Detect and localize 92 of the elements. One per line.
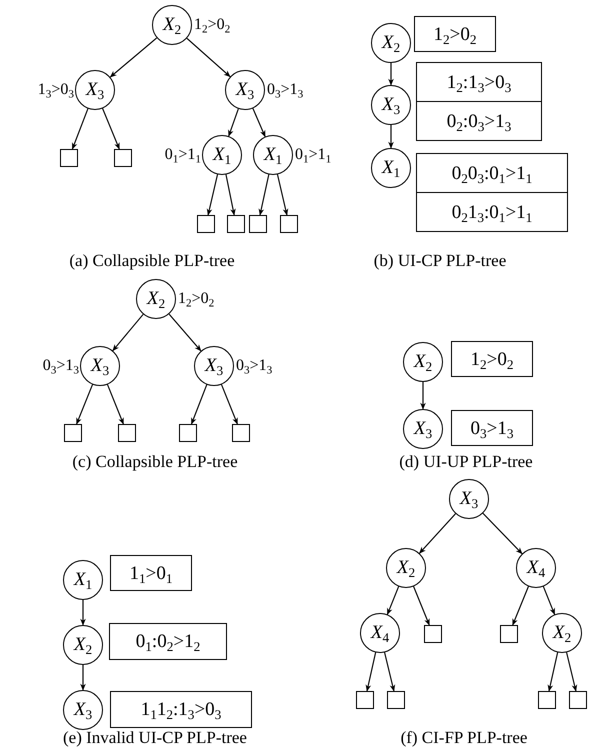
- node-circle: X$_{2}$: [542, 613, 582, 653]
- arrow: [384, 652, 396, 692]
- arrow: [107, 384, 124, 425]
- node-circle: X$_{1}$: [63, 560, 103, 600]
- node-circle: X$_{3}$: [403, 409, 443, 449]
- arrow: [388, 63, 394, 86]
- arrow: [186, 38, 231, 78]
- subfigure-caption: (d) UI-UP PLP-tree: [399, 452, 533, 472]
- node-circle: X$_{2}$: [386, 548, 426, 588]
- node-circle: X$_{3}$: [449, 479, 489, 519]
- preference-box: 1$_{2}$:1$_{3}$>0$_{3}$: [416, 62, 542, 102]
- leaf-square: [232, 424, 250, 442]
- preference-label: 0$_{1}$>1$_{1}$: [164, 145, 201, 165]
- node-circle: X$_{3}$: [80, 346, 120, 386]
- arrow: [413, 586, 430, 626]
- leaf-square: [424, 625, 442, 643]
- preference-label: 0$_{3}$>1$_{3}$: [236, 356, 272, 376]
- subfigure-caption: (c) Collapsible PLP-tree: [72, 452, 238, 472]
- leaf-square: [387, 691, 405, 709]
- arrow: [482, 512, 523, 554]
- arrow: [80, 600, 86, 626]
- preference-label: 0$_{3}$>1$_{3}$: [267, 80, 304, 100]
- preference-box: 1$_{2}$>0$_{2}$: [451, 341, 533, 377]
- subfigure-caption: (a) Collapsible PLP-tree: [69, 251, 235, 271]
- subfigure-caption: (f) CI-FP PLP-tree: [400, 728, 528, 748]
- preference-box: 0$_{1}$:0$_{2}$>1$_{2}$: [109, 623, 227, 660]
- arrow: [72, 108, 88, 150]
- leaf-square: [60, 149, 78, 167]
- node-circle: X$_{2}$: [371, 23, 411, 63]
- arrow: [542, 586, 556, 616]
- preference-label: 1$_{2}$>0$_{2}$: [194, 15, 230, 35]
- preference-box: 0$_{3}$>1$_{3}$: [451, 410, 533, 446]
- node-circle: X$_{1}$: [202, 135, 242, 175]
- preference-label: 1$_{3}$>0$_{3}$: [38, 80, 74, 100]
- node-circle: X$_{1}$: [253, 135, 293, 175]
- leaf-square: [64, 424, 82, 442]
- preference-label: 1$_{2}$>0$_{2}$: [178, 289, 214, 309]
- node-circle: X$_{3}$: [225, 70, 265, 110]
- arrow: [566, 652, 578, 692]
- leaf-square: [249, 215, 267, 233]
- subfigure-caption: (e) Invalid UI-CP PLP-tree: [63, 728, 247, 748]
- subfigure-caption: (b) UI-CP PLP-tree: [374, 251, 506, 271]
- arrow: [76, 384, 93, 425]
- leaf-square: [538, 691, 556, 709]
- leaf-square: [114, 149, 132, 167]
- leaf-square: [356, 691, 374, 709]
- arrow: [388, 125, 394, 149]
- node-circle: X$_{2}$: [403, 342, 443, 382]
- preference-box: 1$_{1}$1$_{2}$:1$_{3}$>0$_{3}$: [110, 691, 252, 728]
- arrow: [112, 314, 144, 352]
- arrow: [225, 174, 236, 216]
- arrow: [80, 665, 86, 691]
- node-circle: X$_{2}$: [63, 625, 103, 665]
- arrow: [206, 174, 218, 216]
- arrow: [276, 174, 288, 216]
- arrow: [386, 586, 400, 616]
- preference-box: 1$_{1}$>0$_{1}$: [110, 555, 192, 591]
- leaf-square: [227, 215, 245, 233]
- arrow: [102, 108, 120, 150]
- node-circle: X$_{3}$: [63, 690, 103, 730]
- arrow: [228, 108, 239, 137]
- leaf-square: [118, 424, 136, 442]
- preference-label: 0$_{1}$>1$_{1}$: [295, 145, 332, 165]
- preference-box: 0$_{2}$1$_{3}$:0$_{1}$>1$_{1}$: [416, 192, 568, 232]
- node-circle: X$_{3}$: [75, 70, 115, 110]
- node-circle: X$_{3}$: [371, 85, 411, 125]
- leaf-square: [179, 424, 197, 442]
- preference-box: 0$_{2}$:0$_{3}$>1$_{3}$: [416, 101, 542, 141]
- arrow: [512, 586, 529, 626]
- leaf-square: [280, 215, 298, 233]
- arrow: [548, 652, 558, 692]
- node-circle: X$_{4}$: [516, 548, 556, 588]
- arrow: [221, 384, 238, 425]
- arrow: [419, 513, 456, 554]
- arrow: [366, 652, 376, 692]
- arrow: [190, 384, 208, 425]
- arrow: [168, 314, 202, 352]
- preference-box: 1$_{2}$>0$_{2}$: [414, 16, 496, 52]
- leaf-square: [500, 625, 518, 643]
- node-circle: X$_{4}$: [360, 613, 400, 653]
- node-circle: X$_{2}$: [152, 5, 192, 45]
- preference-box: 0$_{2}$0$_{3}$:0$_{1}$>1$_{1}$: [416, 153, 568, 193]
- leaf-square: [569, 691, 587, 709]
- arrow: [110, 37, 158, 78]
- preference-label: 0$_{3}$>1$_{3}$: [42, 356, 79, 376]
- arrow: [252, 108, 266, 138]
- node-circle: X$_{2}$: [136, 279, 176, 319]
- leaf-square: [197, 215, 215, 233]
- arrow: [420, 382, 426, 410]
- node-circle: X$_{1}$: [371, 148, 411, 188]
- node-circle: X$_{3}$: [194, 346, 234, 386]
- arrow: [258, 174, 270, 216]
